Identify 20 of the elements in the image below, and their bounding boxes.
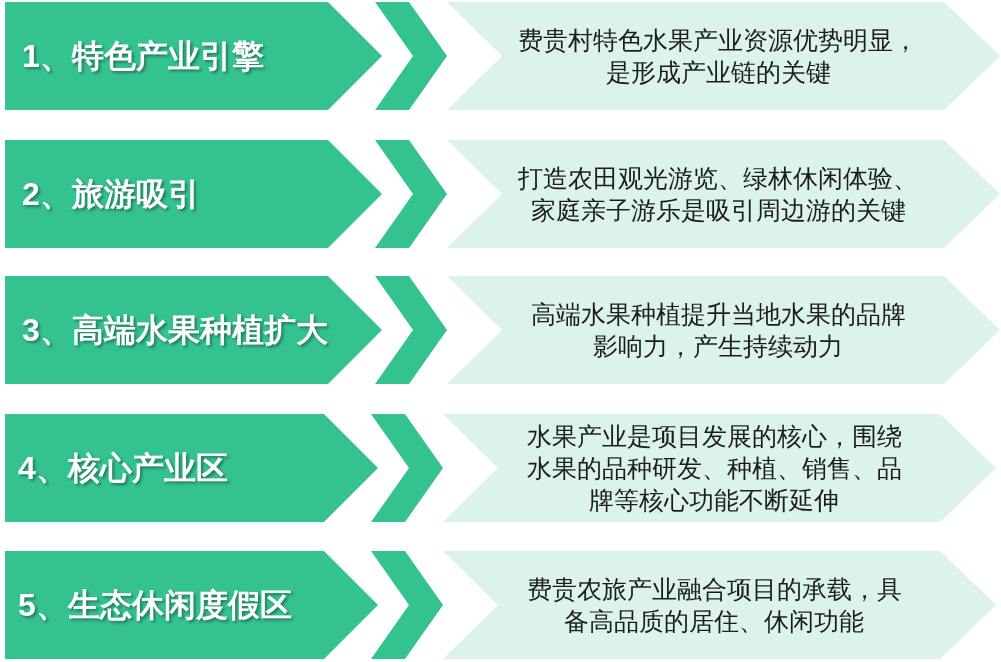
description-text: 水果产业是项目发展的核心，围绕水果的品种研发、种植、销售、品牌等核心功能不断延伸 <box>525 421 903 516</box>
description-text: 高端水果种植提升当地水果的品牌影响力，产生持续动力 <box>529 299 907 362</box>
chevron-panel <box>443 551 996 659</box>
chevron-arrow <box>375 2 447 110</box>
chevron-panel <box>447 276 1000 384</box>
chevron-panel <box>447 140 1000 248</box>
row-title: 3、高端水果种植扩大 <box>22 311 328 349</box>
row-title: 1、特色产业引擎 <box>22 37 264 75</box>
chevron-arrow <box>371 414 443 522</box>
row-title: 5、生态休闲度假区 <box>18 586 292 624</box>
row-title: 4、核心产业区 <box>18 449 228 487</box>
description-text: 费贵村特色水果产业资源优势明显，是形成产业链的关键 <box>517 25 919 88</box>
description-text: 打造农田观光游览、绿林休闲体验、家庭亲子游乐是吸引周边游的关键 <box>517 163 919 226</box>
row-title: 2、旅游吸引 <box>22 175 200 213</box>
chevron-panel <box>443 414 996 522</box>
chevron-arrow <box>375 140 447 248</box>
chevron-panel <box>447 2 1000 110</box>
chevron-arrow <box>375 276 447 384</box>
chevron-arrow <box>371 551 443 659</box>
description-text: 费贵农旅产业融合项目的承载，具备高品质的居住、休闲功能 <box>525 574 903 637</box>
